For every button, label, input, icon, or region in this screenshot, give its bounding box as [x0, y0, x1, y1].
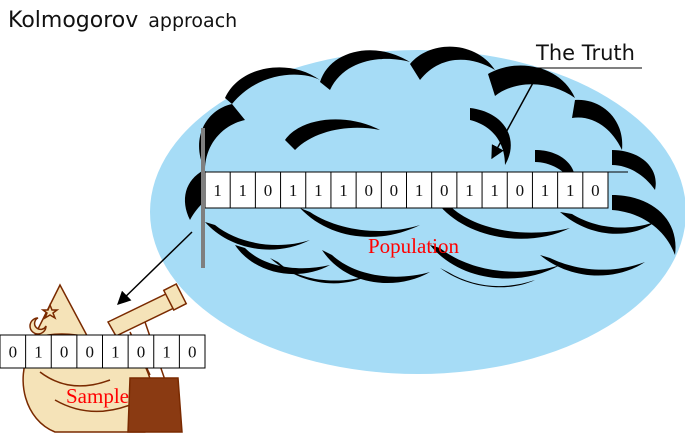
population-bit: 0	[264, 181, 273, 200]
population-bit: 1	[490, 181, 499, 200]
sample-bit: 0	[9, 343, 18, 362]
sampling-arrow	[117, 231, 193, 305]
population-label: Population	[368, 234, 460, 258]
population-bit: 1	[566, 181, 575, 200]
sample-bit: 0	[85, 343, 94, 362]
moon-icon	[29, 317, 47, 335]
population-bit: 1	[465, 181, 474, 200]
population-bit: 1	[213, 181, 222, 200]
sample-bit: 0	[188, 343, 197, 362]
truth-arrow	[491, 69, 541, 160]
population-bit: 1	[339, 181, 348, 200]
population-bit: 0	[364, 181, 373, 200]
population-bit: 1	[415, 181, 424, 200]
sample-bit: 1	[34, 343, 43, 362]
star-icon	[40, 302, 60, 320]
population-bit: 1	[314, 181, 323, 200]
title-sub: approach	[148, 10, 237, 32]
sample-bit: 0	[137, 343, 146, 362]
population-bit: 1	[289, 181, 298, 200]
population-boundary-bar	[201, 128, 205, 268]
page-title: Kolmogorov approach	[8, 8, 237, 33]
truth-label: The Truth	[535, 41, 635, 65]
title-main: Kolmogorov	[8, 8, 138, 33]
population-bit: 0	[440, 181, 449, 200]
sample-bit: 0	[60, 343, 69, 362]
population-bit: 1	[541, 181, 550, 200]
population-bit: 0	[591, 181, 600, 200]
truth-ellipse	[150, 50, 685, 374]
sample-bit: 1	[111, 343, 120, 362]
sample-label: Sample	[66, 384, 129, 408]
population-bit: 0	[390, 181, 399, 200]
sample-bit: 1	[162, 343, 171, 362]
population-bit: 0	[516, 181, 525, 200]
population-bit: 1	[239, 181, 248, 200]
